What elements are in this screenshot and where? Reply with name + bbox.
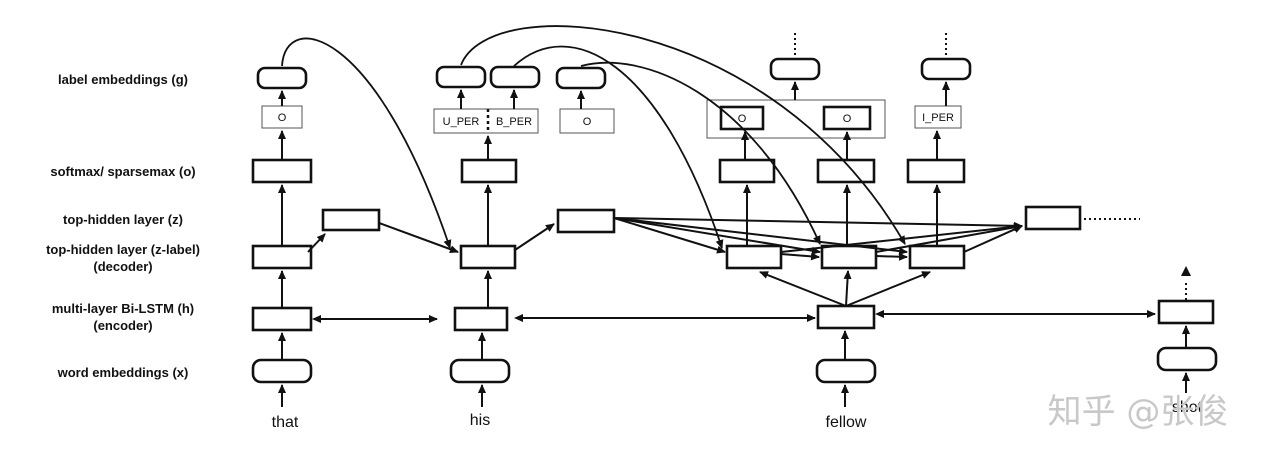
tag-box-his <box>433 108 539 134</box>
decoder-cell-fellow-1 <box>725 244 783 270</box>
bilstm-cell-that <box>251 306 313 332</box>
decoder-cell-fellow-2 <box>820 244 878 270</box>
tag-fellow-o-2: O <box>843 113 852 125</box>
softmax-cell-that <box>251 158 313 184</box>
top-hidden-right <box>1024 205 1082 231</box>
column-that: O that <box>251 66 381 431</box>
tag-his-u-per: U_PER <box>443 116 480 128</box>
bilstm-cell-last <box>1157 299 1215 325</box>
top-hidden-z-row-label: top-hidden layer (z) <box>63 212 183 227</box>
watermark: 知乎 @张俊 <box>1048 392 1229 432</box>
label-embedding-that <box>256 66 308 90</box>
word-embeddings-row-label: word embeddings (x) <box>57 365 189 380</box>
tag-mid-o: O <box>583 116 592 128</box>
decoder-row-label: (decoder) <box>93 259 152 274</box>
label-embedding-fellow-2 <box>769 57 821 81</box>
tag-fellow-i-per: I_PER <box>922 112 954 124</box>
tag-box-fellow-3 <box>914 105 962 129</box>
tag-that-o: O <box>278 112 287 124</box>
label-embedding-his-b <box>489 65 541 89</box>
column-mid: O <box>555 66 616 234</box>
decoder-cell-his <box>459 244 517 270</box>
encoder-row-label: (encoder) <box>93 318 152 333</box>
softmax-cell-his <box>460 158 518 184</box>
label-embedding-mid <box>555 66 607 90</box>
top-hidden-zlabel-row-label: top-hidden layer (z-label) <box>46 242 200 257</box>
bilstm-cell-his <box>453 306 509 332</box>
word-his: his <box>470 412 490 429</box>
label-embedding-fellow-3 <box>920 57 972 81</box>
tag-box-fellow-2 <box>822 105 872 131</box>
top-hidden-mid <box>556 208 616 234</box>
word-last: shot <box>1172 399 1203 416</box>
softmax-cell-fellow-3 <box>906 158 966 184</box>
bilstm-row-label: multi-layer Bi-LSTM (h) <box>52 301 194 316</box>
word-embedding-last <box>1156 346 1218 372</box>
softmax-cell-fellow-1 <box>718 158 776 184</box>
word-embedding-that <box>251 358 313 384</box>
tag-fellow-o-1: O <box>738 113 747 125</box>
word-fellow: fellow <box>826 414 867 431</box>
top-hidden-that <box>321 208 381 232</box>
tag-his-b-per: B_PER <box>496 116 532 128</box>
softmax-row-label: softmax/ sparsemax (o) <box>50 164 195 179</box>
column-fellow: O O I_PER fellow <box>706 33 972 431</box>
label-embedding-his-u <box>435 65 487 89</box>
column-last: shot <box>1156 266 1218 416</box>
word-embedding-fellow <box>815 358 877 384</box>
decoder-cell-that <box>251 244 313 270</box>
label-embeddings-row-label: label embeddings (g) <box>58 72 188 87</box>
tag-box-mid <box>559 108 615 134</box>
bilstm-cell-fellow <box>816 304 876 330</box>
decoder-cell-fellow-3 <box>908 244 966 270</box>
word-embedding-his <box>449 358 511 384</box>
word-that: that <box>272 414 299 431</box>
column-his: U_PER B_PER his <box>378 65 555 429</box>
